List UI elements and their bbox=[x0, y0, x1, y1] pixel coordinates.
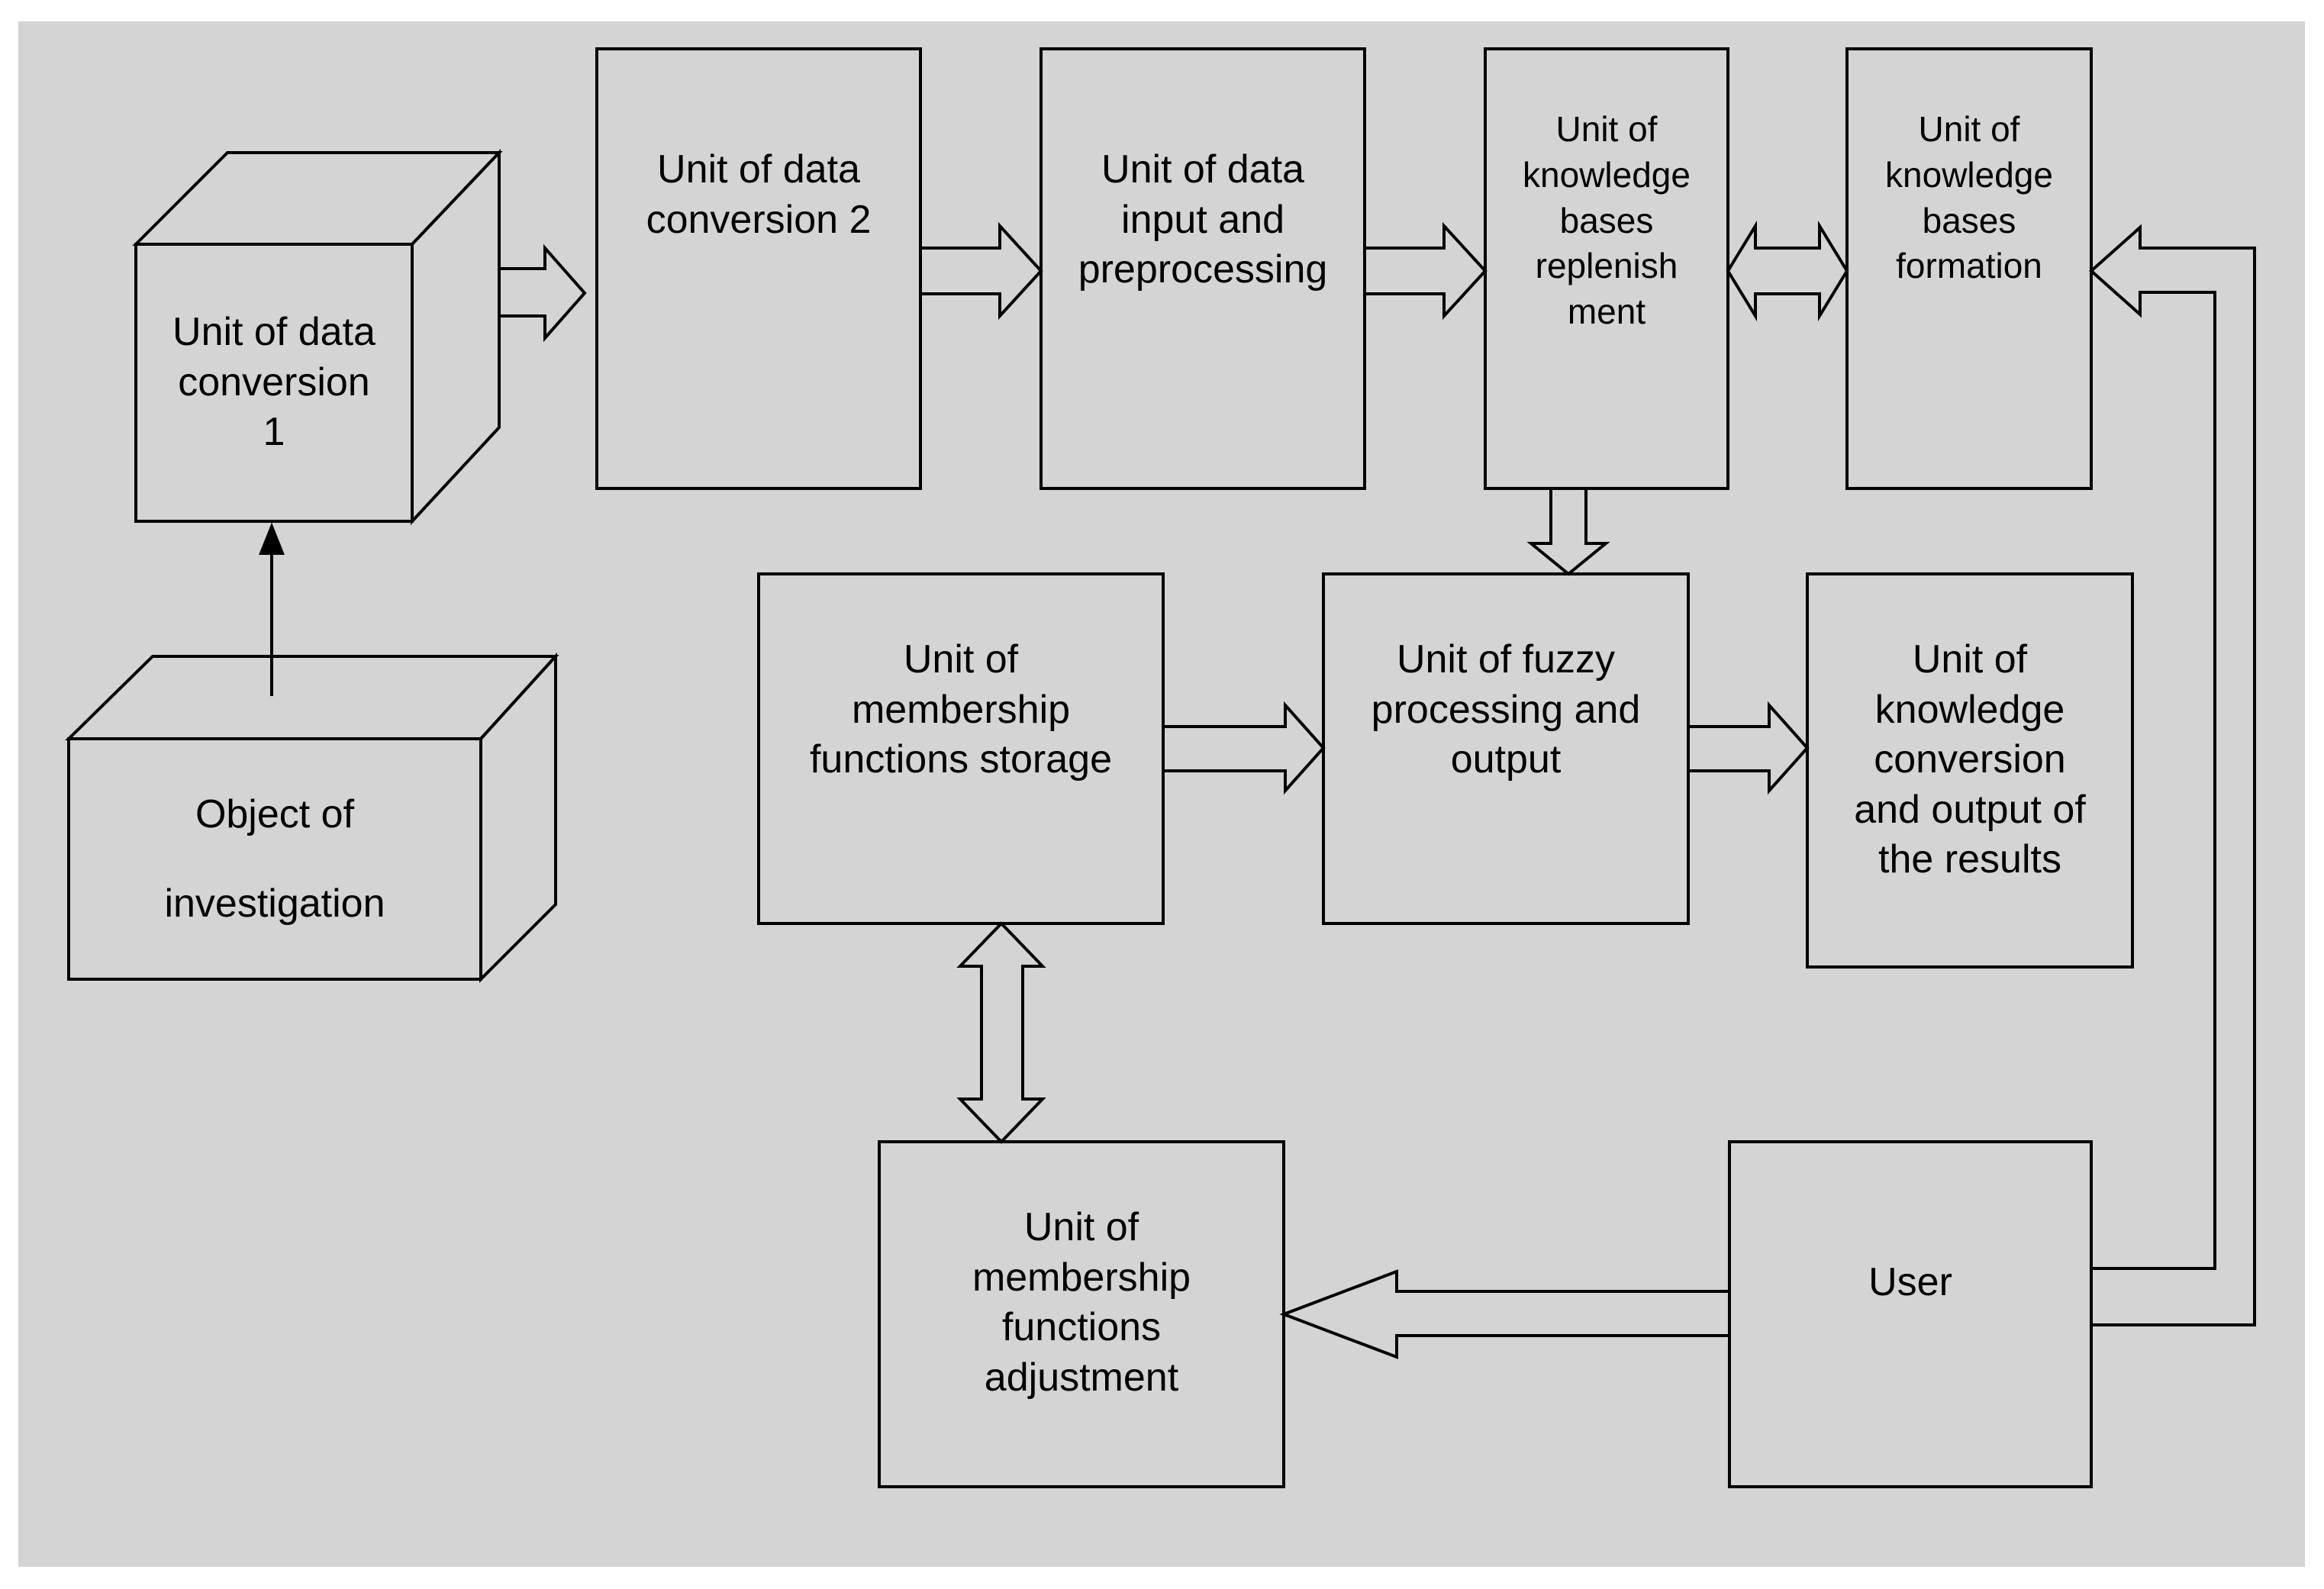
edge-fuzzy-results bbox=[1687, 701, 1810, 795]
edge-replenish-fuzzy bbox=[1526, 487, 1610, 576]
node-results-label: Unit of knowledge conversion and output … bbox=[1854, 637, 2086, 882]
node-object-label: Object of investigation bbox=[164, 792, 385, 926]
node-results-shape bbox=[1806, 572, 2134, 969]
node-replenish-label: Unit of knowledge bases replenish ment bbox=[1523, 109, 1691, 332]
edge-replenish-formation bbox=[1726, 220, 1849, 322]
node-adjust-label: Unit of membership functions adjustment bbox=[972, 1205, 1191, 1400]
node-conv2-label: Unit of data conversion 2 bbox=[646, 147, 872, 242]
node-object-shape bbox=[65, 652, 559, 983]
edge-object-conv1-head bbox=[259, 522, 285, 555]
edge-user-adjust bbox=[1279, 1269, 1731, 1359]
node-fuzzy-label: Unit of fuzzy processing and output bbox=[1371, 637, 1641, 782]
node-storage-shape bbox=[757, 572, 1165, 925]
node-conv1-label: Unit of data conversion 1 bbox=[172, 310, 376, 455]
edge-storage-adjust bbox=[956, 921, 1046, 1144]
node-replenish-shape bbox=[1484, 47, 1729, 490]
node-formation-label: Unit of knowledge bases formation bbox=[1885, 109, 2053, 286]
node-conv1-shape bbox=[132, 148, 503, 526]
node-formation-shape bbox=[1845, 47, 2093, 490]
node-user-label: User bbox=[1868, 1260, 1952, 1305]
edge-user-formation bbox=[2088, 224, 2256, 1326]
node-conv2-shape bbox=[595, 47, 922, 490]
node-input-label: Unit of data input and preprocessing bbox=[1078, 147, 1328, 292]
edge-storage-fuzzy bbox=[1162, 701, 1326, 795]
node-fuzzy-shape bbox=[1322, 572, 1690, 925]
edge-conv1-conv2 bbox=[498, 243, 587, 343]
edge-conv2-input bbox=[919, 221, 1043, 321]
edge-input-replenish bbox=[1363, 221, 1488, 321]
node-storage-label: Unit of membership functions storage bbox=[809, 637, 1113, 782]
node-input-shape bbox=[1040, 47, 1366, 490]
